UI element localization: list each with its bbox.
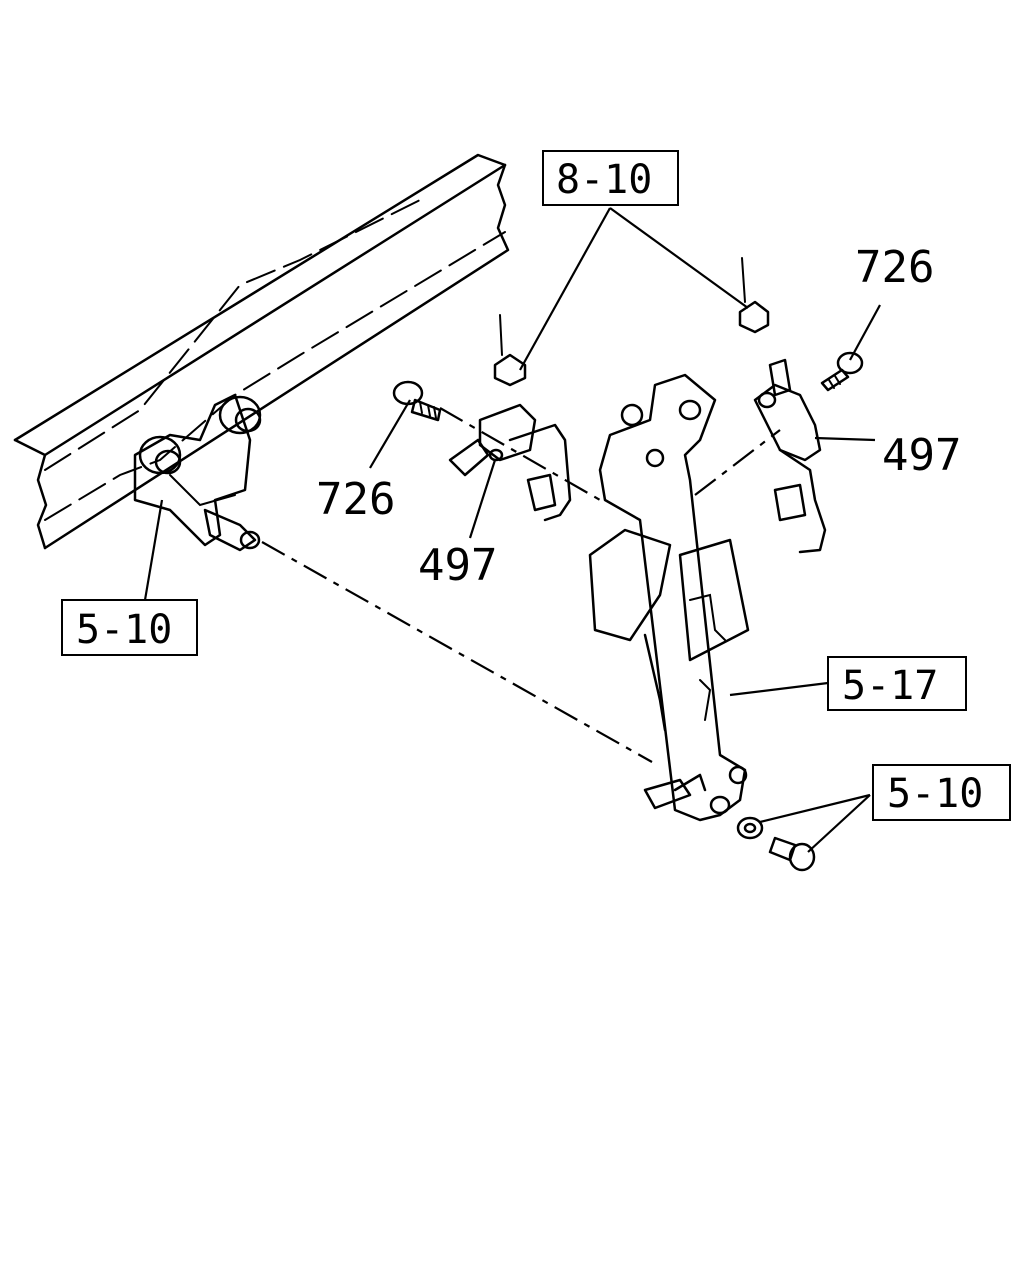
callout-5-10-right: 5-10 bbox=[887, 771, 983, 817]
washer bbox=[736, 816, 764, 840]
callout-5-10-left: 5-10 bbox=[76, 607, 172, 653]
callout-box-5-17 bbox=[827, 656, 967, 711]
callout-box-5-10-right bbox=[872, 764, 1011, 821]
bolt-5-10 bbox=[768, 836, 816, 872]
callout-5-17: 5-17 bbox=[842, 663, 938, 709]
main-link-assembly bbox=[588, 373, 750, 822]
bolt-726-right bbox=[820, 351, 864, 392]
assembly-centerlines bbox=[261, 407, 781, 763]
height-sensor-right bbox=[753, 358, 827, 554]
clip-8-10-left bbox=[493, 314, 527, 387]
callout-box-5-10-left bbox=[61, 599, 198, 656]
clip-8-10-right bbox=[738, 257, 770, 334]
mounting-bracket bbox=[133, 393, 262, 552]
part-label-497-right: 497 bbox=[882, 430, 961, 481]
part-label-497-left: 497 bbox=[418, 540, 497, 591]
frame-rail bbox=[13, 153, 510, 550]
callout-8-10: 8-10 bbox=[556, 157, 652, 203]
height-sensor-left bbox=[448, 403, 572, 522]
part-label-726-right: 726 bbox=[855, 242, 934, 293]
part-label-726-left: 726 bbox=[316, 474, 395, 525]
callout-box-8-10 bbox=[542, 150, 679, 206]
leader-lines bbox=[143, 207, 881, 853]
